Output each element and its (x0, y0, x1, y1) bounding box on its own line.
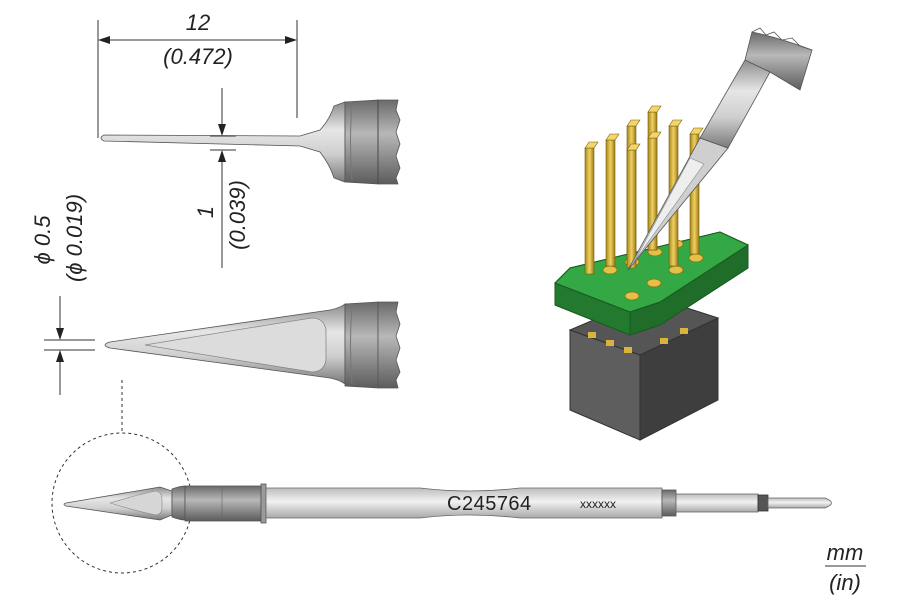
application-illustration (554, 27, 813, 441)
part-number-label: C245764 (447, 493, 532, 515)
thickness-in-label: (0.039) (225, 180, 250, 250)
tip-top-view (44, 296, 401, 395)
length-mm-label: 12 (186, 10, 210, 35)
units-mm-label: mm (827, 540, 864, 565)
thickness-mm-label: 1 (193, 206, 218, 218)
diameter-in-label: (ϕ 0.019) (62, 194, 87, 282)
cartridge-view (51, 380, 832, 574)
length-in-label: (0.472) (163, 44, 233, 69)
tip-side-view (97, 20, 401, 268)
serial-placeholder-label: xxxxxx (580, 497, 616, 511)
soldering-tip-illustration (627, 27, 813, 271)
units-in-label: (in) (829, 570, 861, 595)
diameter-mm-label: ϕ 0.5 (30, 215, 55, 265)
